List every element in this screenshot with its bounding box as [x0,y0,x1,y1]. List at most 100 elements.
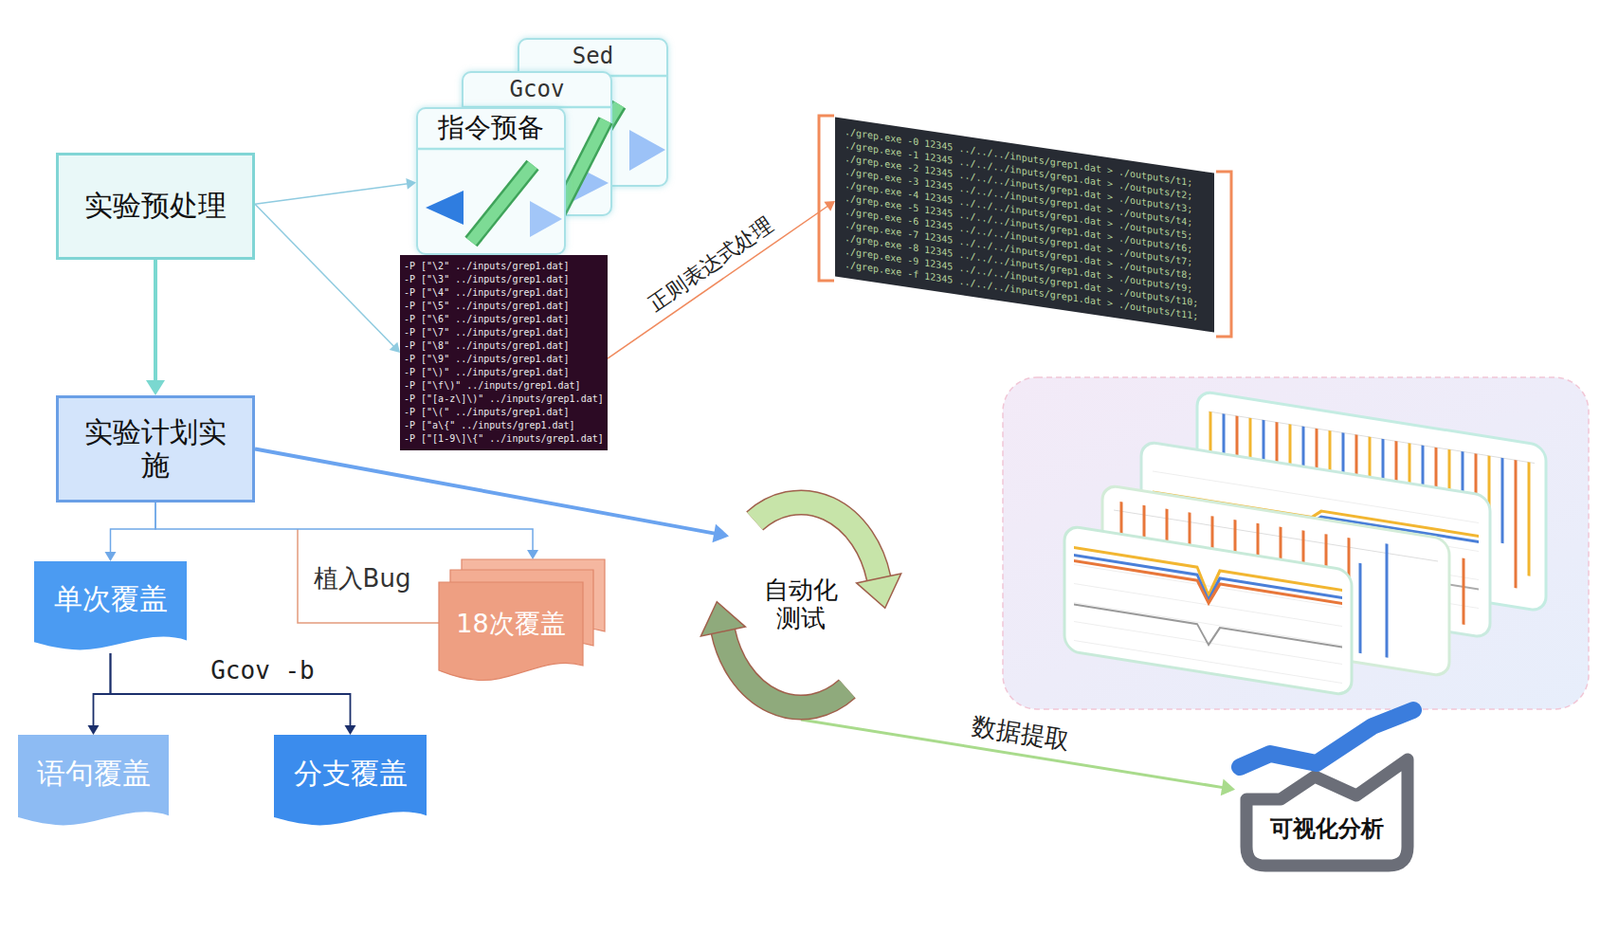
document-shape [18,734,169,825]
chart-card [1073,561,1343,625]
connector-line [110,653,351,728]
chart-card [1064,525,1352,696]
chart-card [1073,547,1343,618]
chart-card [1073,604,1343,667]
arrow-head [105,551,117,562]
connector-line [93,653,111,728]
node-text: 可视化分析 [1270,816,1384,843]
cycle-arrows [723,631,848,708]
card-icons [471,164,533,242]
chart-icon [1239,709,1414,767]
bracket [818,115,835,281]
arrow-head [405,178,417,190]
node-text: -P ["\4" ../inputs/grep1.dat] [403,286,570,300]
connector-line [155,502,533,553]
node-text: Sed [572,43,614,71]
text-area: ./grep.exe -0 12345 ../../../inputs/grep… [835,116,1215,332]
node-text: 单次覆盖 [54,582,168,617]
text-area: 18次覆盖 [438,559,605,682]
node-text: -P ["\6" ../inputs/grep1.dat] [403,312,570,327]
cycle-arrows [723,631,848,708]
process-box: 实验预处理 [55,152,255,260]
chart-panel [1002,377,1589,710]
node-text: -P ["a\{" ../inputs/grep1.dat] [403,418,576,433]
connector-line [153,259,158,385]
node-text: -P ["[a-z\]\)" ../inputs/grep1.dat] [403,392,604,406]
node-text: -P ["\3" ../inputs/grep1.dat] [403,272,570,287]
text-area: 可视化分析 [1235,704,1419,878]
text-area: 实验预处理 [58,155,253,257]
cycle-arrows [754,502,879,579]
card-icons [629,129,666,171]
connector-arrow [105,502,157,562]
arrow-head [145,380,165,396]
edge-label: 正则表达式处理 [643,213,778,316]
card-icons [425,190,464,225]
connector-line [254,449,719,535]
node-text: 实验预处理 [84,189,227,223]
node-text: -P ["\2" ../inputs/grep1.dat] [403,259,570,273]
node-text: -P ["[1-9\]\{" ../inputs/grep1.dat] [403,432,604,446]
connector-arrow [145,259,165,396]
chart-card [1208,411,1535,463]
text-area: 分支覆盖 [273,734,427,829]
arrow-head [527,549,539,560]
connector-line [254,182,410,204]
connector-arrow [607,200,836,359]
cycle-arrows [856,573,902,608]
chart-card [1064,525,1352,696]
command-panel: ./grep.exe -0 12345 ../../../inputs/grep… [835,116,1215,332]
text-area: 自动化 测试 [706,490,896,720]
cycle-arrows [700,601,746,637]
document-shape [273,734,427,825]
arrow-head [88,725,100,735]
text-area: 语句覆盖 [18,734,169,829]
node-text: 语句覆盖 [36,757,151,791]
connector-line [254,203,396,348]
connector-arrow [254,178,417,204]
bug-line [297,528,439,623]
document-shape [34,561,187,651]
document-box: 单次覆盖 [34,561,187,654]
connector-arrow [155,502,539,560]
node-text: -P ["\)" ../inputs/grep1.dat] [403,365,570,380]
node-text: 实验计划实施 [75,416,236,482]
tool-card: 指令预备 [416,107,566,255]
card-icons [471,164,533,242]
connector-arrow [254,203,400,353]
connector-arrow [110,653,357,735]
process-box: 实验计划实施 [55,395,255,503]
arrow-head [345,725,357,735]
text-area: 单次覆盖 [34,561,187,654]
card-icons [529,200,563,237]
cycle-arrows [754,502,879,579]
arrow-head [823,200,836,212]
node-text: 指令预备 [437,112,545,144]
analysis-icon: 可视化分析 [1235,704,1419,878]
connector-line [110,502,157,555]
connector-arrow [254,449,729,544]
chart-icon [1246,759,1408,866]
terminal-panel: -P ["\2" ../inputs/grep1.dat]-P ["\3" ..… [400,254,608,451]
chart-card [1360,539,1387,657]
node-text: -P ["\9" ../inputs/grep1.dat] [403,352,570,366]
chart-icon [1235,704,1419,878]
card-icons [418,147,564,151]
arrow-head [711,524,729,544]
node-text: Gcov [509,76,565,104]
edge-label: 数据提取 [970,711,1073,756]
node-text: -P ["\8" ../inputs/grep1.dat] [403,339,570,353]
node-text: 18次覆盖 [455,608,565,638]
node-text: -P ["\(" ../inputs/grep1.dat] [403,405,570,419]
node-text: -P ["\5" ../inputs/grep1.dat] [403,299,570,313]
free-label: 植入Bug [313,564,412,594]
cycle-ring: 自动化 测试 [706,490,896,720]
text-area: 实验计划实施 [58,398,253,500]
connector-line [607,204,830,359]
node-text: 自动化 测试 [758,576,844,634]
free-label: Gcov -b [210,656,315,686]
arrow-head [1220,779,1236,797]
node-text: -P ["\f\)" ../inputs/grep1.dat] [403,379,582,393]
text-area: -P ["\2" ../inputs/grep1.dat]-P ["\3" ..… [400,254,608,451]
